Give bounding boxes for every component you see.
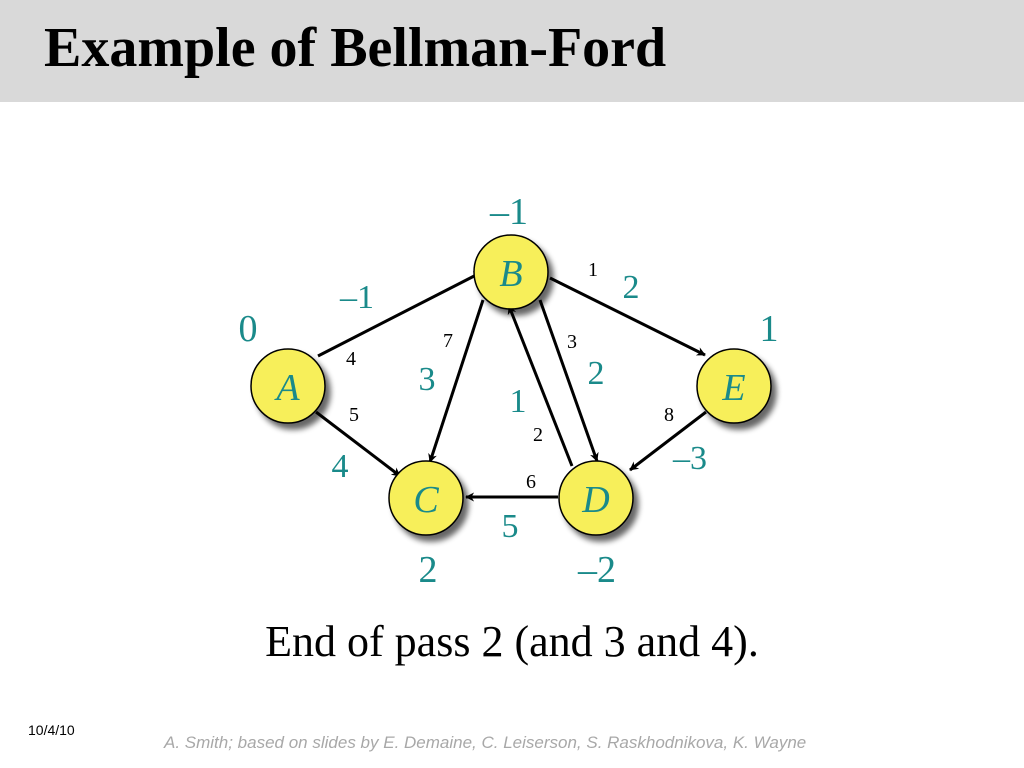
- node-b-label: B: [499, 253, 522, 295]
- weight-a-b: –1: [339, 279, 374, 316]
- node-b: B: [473, 234, 549, 310]
- edge-b-c: [428, 299, 485, 463]
- edge-e-d: [629, 410, 707, 472]
- weight-b-c: 3: [419, 361, 436, 398]
- node-a-label: A: [273, 367, 300, 409]
- edge-d-b: [507, 305, 574, 467]
- weight-d-c: 5: [502, 508, 519, 545]
- edge-b-d: [538, 299, 599, 462]
- weight-a-c: 4: [332, 448, 349, 485]
- node-c: C: [388, 460, 464, 536]
- node-e-label: E: [721, 367, 745, 409]
- distance-e: 1: [760, 308, 779, 350]
- order-b-c: 7: [443, 330, 453, 352]
- node-c-label: C: [413, 479, 439, 521]
- weight-b-e: 2: [623, 269, 640, 306]
- distance-c: 2: [419, 549, 438, 591]
- slide-credit: A. Smith; based on slides by E. Demaine,…: [164, 733, 807, 752]
- distance-b: –1: [489, 191, 528, 233]
- order-d-b: 2: [533, 424, 543, 446]
- node-a: A: [250, 348, 326, 424]
- order-b-d: 3: [567, 331, 577, 353]
- distance-d: –2: [577, 549, 616, 591]
- order-d-c: 6: [526, 471, 536, 493]
- order-a-c: 5: [349, 404, 359, 426]
- order-b-e: 1: [588, 259, 598, 281]
- order-a-b: 4: [346, 348, 356, 370]
- order-e-d: 8: [664, 404, 674, 426]
- node-d-label: D: [581, 479, 609, 521]
- slide-date: 10/4/10: [28, 722, 75, 738]
- slide-caption: End of pass 2 (and 3 and 4).: [265, 617, 759, 666]
- edge-a-b: [317, 270, 483, 358]
- weight-b-d: 2: [588, 355, 605, 392]
- node-d: D: [558, 460, 634, 536]
- weight-d-b: 1: [510, 383, 527, 420]
- slide-title: Example of Bellman-Ford: [44, 17, 667, 79]
- edge-a-c: [315, 410, 401, 478]
- weight-e-d: –3: [672, 440, 707, 477]
- title-bar: [0, 0, 1024, 102]
- distance-a: 0: [239, 308, 258, 350]
- node-e: E: [696, 348, 772, 424]
- edge-b-e: [549, 276, 706, 357]
